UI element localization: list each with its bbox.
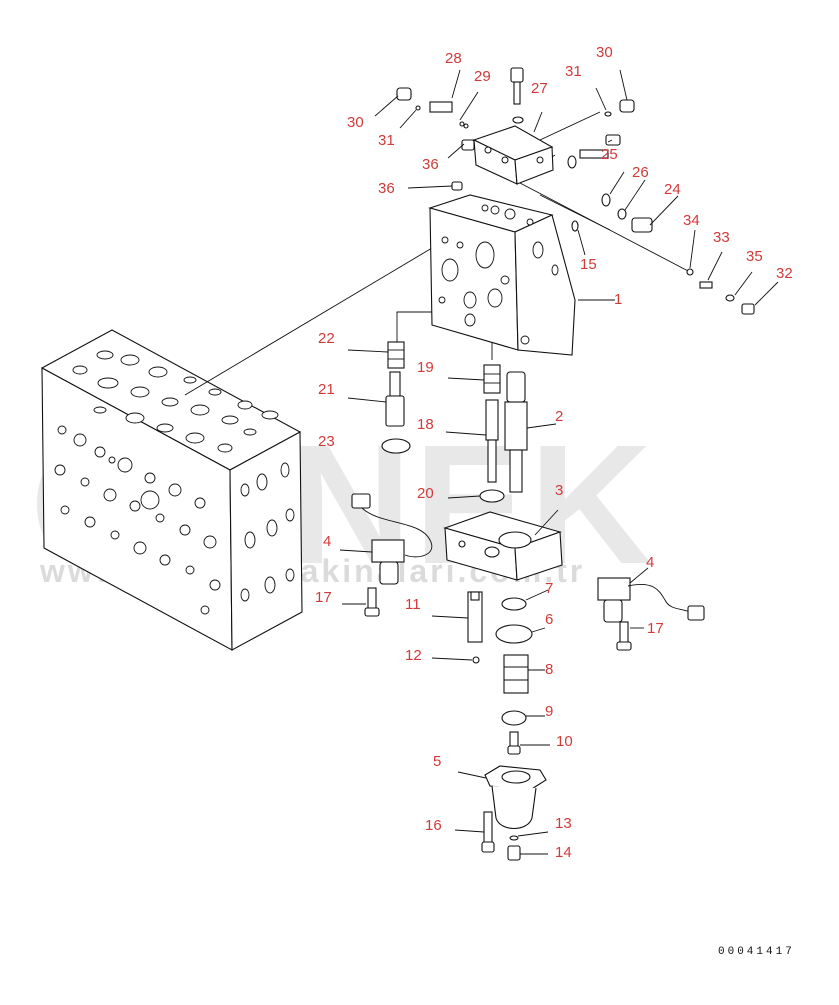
plug-30-left <box>374 87 421 129</box>
callout-16: 16 <box>425 817 442 834</box>
callout-19: 19 <box>417 359 434 376</box>
callout-21: 21 <box>318 381 335 398</box>
spring-19 <box>447 364 501 394</box>
callout-13: 13 <box>555 815 572 832</box>
callout-20: 20 <box>417 485 434 502</box>
callout-9: 9 <box>545 703 553 720</box>
small-parts-right <box>686 229 779 315</box>
reference-lines <box>184 111 691 396</box>
callout-14: 14 <box>555 844 572 861</box>
callout-23: 23 <box>318 433 335 450</box>
callout-6: 6 <box>545 611 553 628</box>
piston-11 <box>431 591 483 664</box>
callout-15: 15 <box>580 256 597 273</box>
callout-2: 2 <box>555 408 563 425</box>
callout-17-left: 17 <box>315 589 332 606</box>
callout-29: 29 <box>474 68 491 85</box>
main-valve-block <box>40 329 303 651</box>
plugs-36 <box>407 139 475 191</box>
spring-plug-28 <box>429 69 479 129</box>
callout-22: 22 <box>318 330 335 347</box>
o-ring-20 <box>447 489 505 503</box>
callout-17-right: 17 <box>647 620 664 637</box>
pilot-housing-3 <box>443 509 563 581</box>
o-ring-6 <box>495 624 546 644</box>
callout-3: 3 <box>555 482 563 499</box>
plug-14 <box>507 845 548 861</box>
callout-31-right: 31 <box>565 63 582 80</box>
callout-5: 5 <box>433 753 441 770</box>
callout-36-lower: 36 <box>378 180 395 197</box>
callout-4-right: 4 <box>646 554 654 571</box>
relief-valve-24 <box>567 134 679 233</box>
o-ring-15 <box>571 220 586 256</box>
spring-8 <box>503 654 545 694</box>
section-valve-body <box>428 194 615 356</box>
cover-bolt <box>510 67 524 124</box>
seal-7 <box>501 589 549 611</box>
callout-25: 25 <box>601 146 618 163</box>
callout-18: 18 <box>417 416 434 433</box>
callout-8: 8 <box>545 661 553 678</box>
retainer-9 <box>501 710 545 726</box>
callout-7: 7 <box>545 580 553 597</box>
spool-21 <box>347 371 405 427</box>
o-ring-23 <box>381 438 411 454</box>
callout-labels: 1 2 3 4 4 5 6 7 8 9 10 11 12 13 14 15 16… <box>315 44 793 861</box>
plug-30-right <box>595 69 635 117</box>
callout-34: 34 <box>683 212 700 229</box>
callout-24: 24 <box>664 181 681 198</box>
o-ring-13 <box>509 831 549 841</box>
bolt-16 <box>454 811 495 853</box>
callout-12: 12 <box>405 647 422 664</box>
callout-27: 27 <box>531 80 548 97</box>
callout-4-left: 4 <box>323 533 331 550</box>
main-spool-2 <box>504 371 557 493</box>
bolt-17-right <box>616 621 644 651</box>
bolt-10 <box>507 731 550 755</box>
drawing-code: 00041417 <box>718 946 795 958</box>
solenoid-4-right <box>597 567 705 623</box>
callout-10: 10 <box>556 733 573 750</box>
callout-31-left: 31 <box>378 132 395 149</box>
callout-32: 32 <box>776 265 793 282</box>
callout-26: 26 <box>632 164 649 181</box>
bolt-17-left <box>342 587 380 617</box>
callout-35: 35 <box>746 248 763 265</box>
callout-30-right: 30 <box>596 44 613 61</box>
callout-36-upper: 36 <box>422 156 439 173</box>
spring-22 <box>347 341 405 369</box>
pilot-cover-5 <box>457 765 547 830</box>
solenoid-4-left <box>339 493 433 585</box>
callout-28: 28 <box>445 50 462 67</box>
spool-18 <box>445 399 499 483</box>
callout-33: 33 <box>713 229 730 246</box>
callout-30-left: 30 <box>347 114 364 131</box>
callout-11: 11 <box>405 596 421 613</box>
top-cover-block <box>472 111 554 185</box>
callout-1: 1 <box>614 291 622 308</box>
